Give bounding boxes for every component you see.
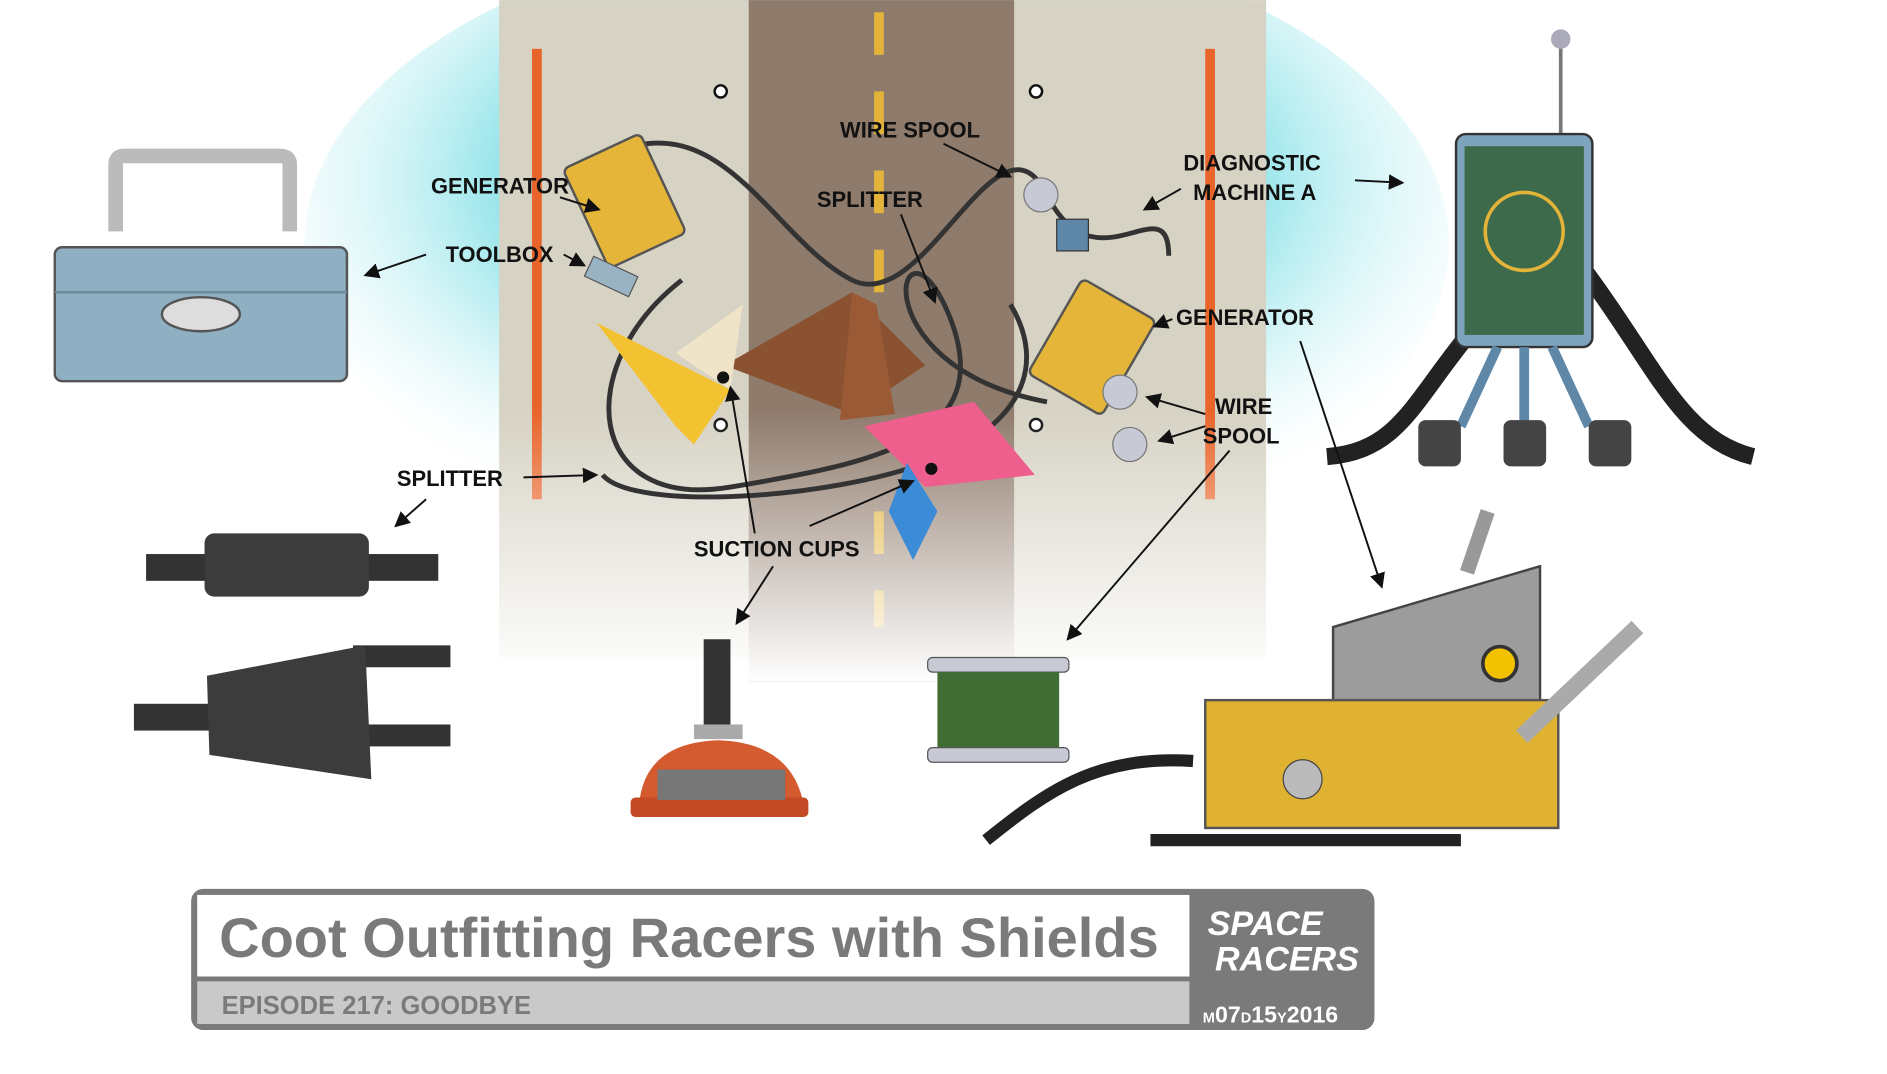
label-diagnostic-machine: DIAGNOSTIC	[1183, 151, 1321, 176]
space-racers-logo: SPACE RACERS	[1208, 905, 1359, 978]
wire-spool-illustration	[927, 656, 1070, 763]
diagnostic-machine-illustration	[1326, 29, 1756, 467]
label-splitter: SPLITTER	[397, 466, 503, 491]
label-wire-spool: SPOOL	[1203, 423, 1280, 448]
wire-spool-small	[1112, 426, 1148, 463]
title-block: Coot Outfitting Racers with Shields EPIS…	[191, 888, 1375, 1031]
label-wire-spool: WIRE SPOOL	[840, 118, 980, 143]
toolbox-small	[583, 255, 639, 298]
label-suction-cups: SUCTION CUPS	[694, 536, 860, 561]
episode-number: EPISODE 217: GOODBYE	[222, 992, 532, 1020]
generator-small-left	[563, 134, 686, 268]
diagnostic-machine-small	[1056, 218, 1089, 252]
air-date: M07D15Y2016	[1203, 1002, 1339, 1028]
label-diagnostic-machine: MACHINE A	[1193, 180, 1316, 205]
label-wire-spool: WIRE	[1215, 394, 1272, 419]
suction-cup-marker	[925, 462, 938, 475]
suction-cup-illustration	[630, 639, 809, 818]
label-generator: GENERATOR	[1176, 305, 1314, 330]
suction-cup-marker	[717, 371, 730, 384]
wire-spool-small	[1023, 177, 1059, 213]
splitter-illustration	[133, 533, 451, 780]
generator-small-right	[1028, 279, 1156, 415]
logo-text: SPACE	[1208, 905, 1324, 943]
callout-labels: WIRE SPOOL GENERATOR SPLITTER DIAGNOSTIC…	[397, 118, 1321, 562]
generator-illustration	[982, 509, 1644, 847]
label-toolbox: TOOLBOX	[446, 242, 554, 267]
toolbox-illustration	[53, 148, 349, 383]
logo-text: RACERS	[1215, 940, 1359, 978]
wire-spool-small	[1102, 374, 1138, 410]
label-splitter: SPLITTER	[817, 187, 923, 212]
episode-title: Coot Outfitting Racers with Shields	[219, 906, 1159, 969]
label-generator: GENERATOR	[431, 174, 569, 199]
callout-arrows	[363, 142, 1405, 641]
